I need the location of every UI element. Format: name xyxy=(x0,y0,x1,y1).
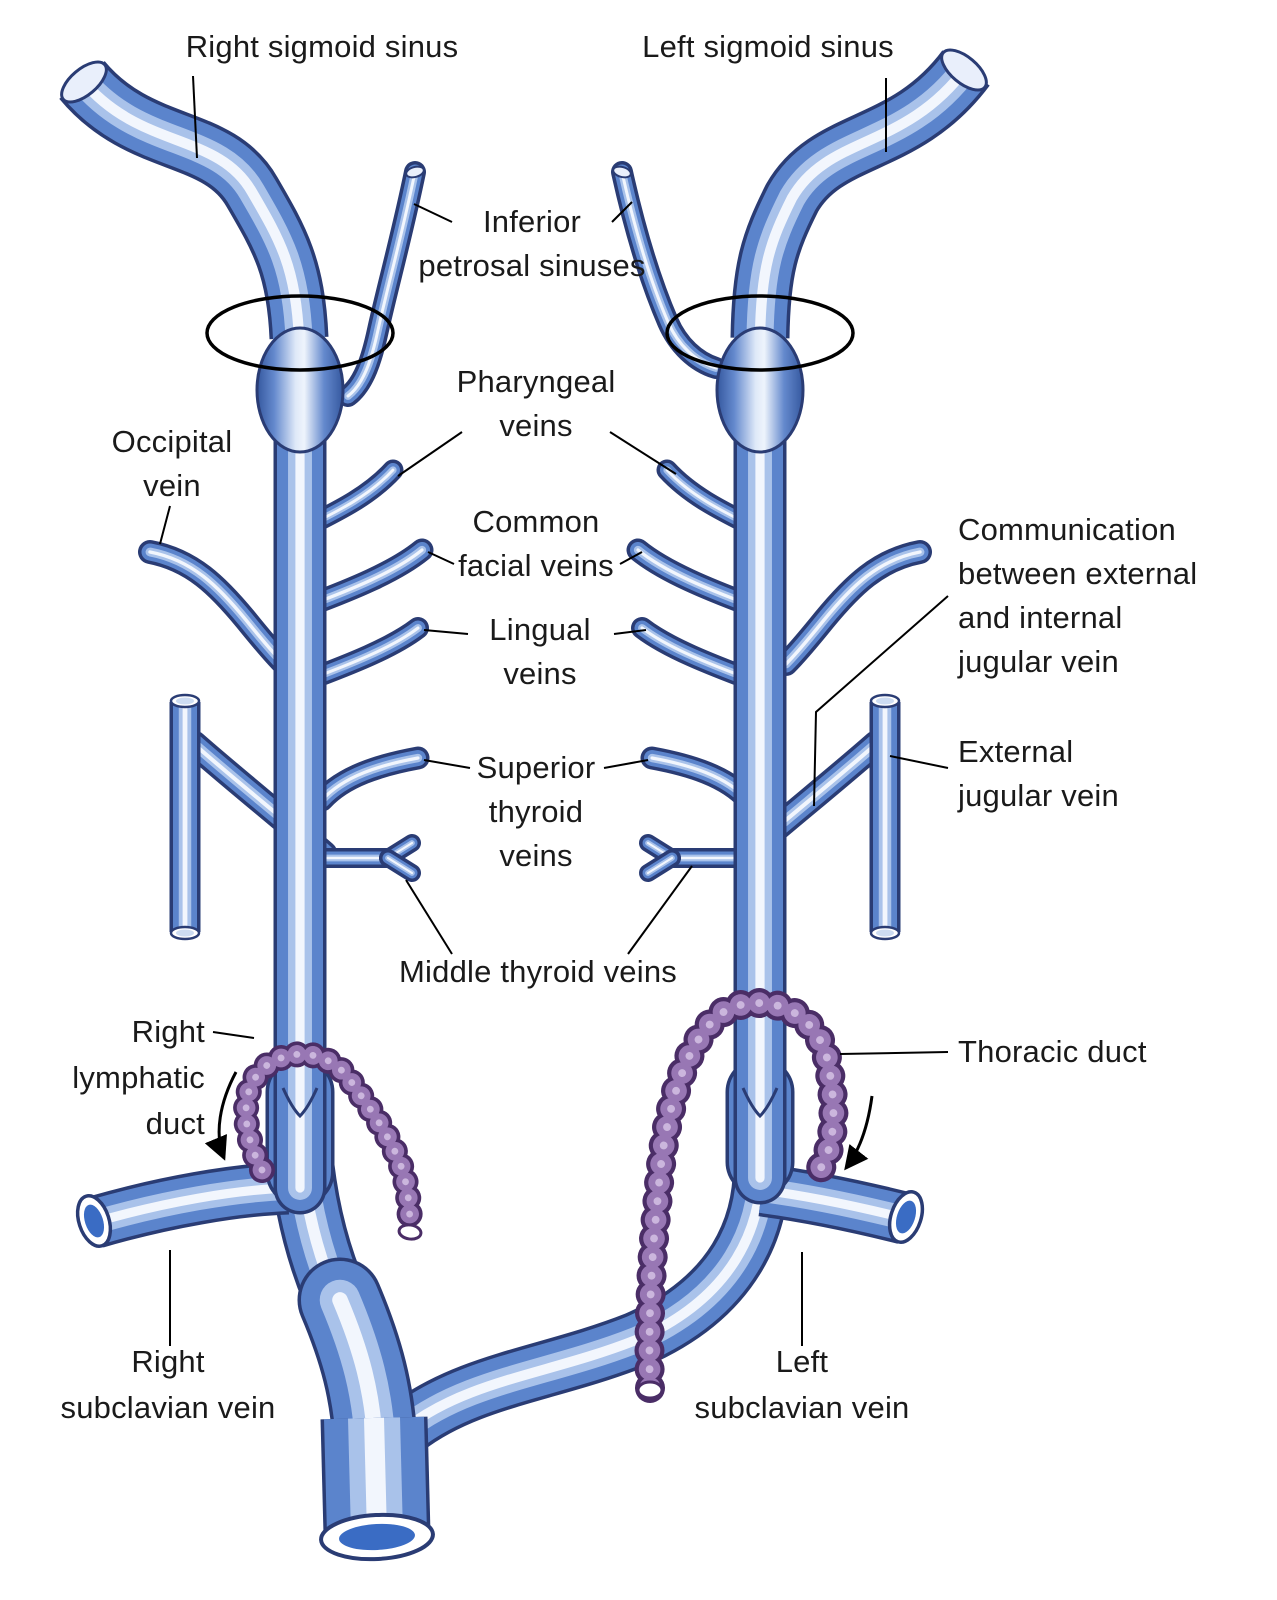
left-sigmoid-cut-end xyxy=(940,48,988,92)
label-right-lymphatic-duct-line2: lymphatic xyxy=(72,1060,205,1095)
leader-petrosal-left xyxy=(611,201,633,223)
label-left-subclavian-vein-line2: subclavian vein xyxy=(695,1390,910,1425)
left-brachiocephalic-vein xyxy=(401,1135,767,1433)
label-right-sigmoid-sinus: Right sigmoid sinus xyxy=(186,29,459,64)
label-right-lymphatic-duct-line3: duct xyxy=(146,1106,206,1141)
jugular-valves xyxy=(281,1087,779,1119)
right-jugular-foramen-ring xyxy=(205,294,395,372)
middle-thyroid-vein-left-lower-branch xyxy=(646,856,674,875)
right-jugular-valve xyxy=(281,1087,319,1119)
right-subclavian-vein xyxy=(94,1183,289,1227)
left-jugular-valve xyxy=(741,1087,779,1119)
label-external-jugular-vein-line1: External xyxy=(958,734,1073,769)
cut-ends xyxy=(60,48,988,1562)
flow-arrows xyxy=(204,1071,874,1171)
label-occipital-vein-line2: vein xyxy=(143,468,201,503)
label-lingual-veins-line1: Lingual xyxy=(489,612,590,647)
left-ejv-bottom-cut-end xyxy=(869,925,901,941)
left-superior-jugular-bulb xyxy=(715,326,805,454)
label-inferior-petrosal-sinuses-line2: petrosal sinuses xyxy=(418,248,645,283)
svc-cut-end xyxy=(319,1512,435,1562)
leader-right-sigmoid-sinus xyxy=(192,75,198,159)
leader-right-lymphatic-duct xyxy=(212,1031,255,1039)
leader-pharyngeal-left xyxy=(609,431,677,475)
label-communication-line3: and internal xyxy=(958,600,1122,635)
leader-lines xyxy=(159,75,949,1346)
label-common-facial-veins-line2: facial veins xyxy=(458,548,614,583)
right-ejv-bottom-cut-end xyxy=(169,925,201,941)
right-petrosal-cut-end xyxy=(405,165,425,179)
leader-pharyngeal-right xyxy=(397,431,463,477)
right-lymphatic-flow-arrow xyxy=(204,1071,238,1161)
thoracic-duct-cut-end xyxy=(636,1380,664,1400)
occipital-vein-left xyxy=(784,550,922,666)
label-superior-thyroid-veins-line3: veins xyxy=(499,838,572,873)
label-thoracic-duct: Thoracic duct xyxy=(958,1034,1147,1069)
left-sigmoid-sinus xyxy=(754,64,971,339)
label-right-subclavian-vein-line2: subclavian vein xyxy=(61,1390,276,1425)
label-right-subclavian-vein-line1: Right xyxy=(131,1344,205,1379)
right-sigmoid-cut-end xyxy=(60,60,108,104)
right-sigmoid-sinus xyxy=(77,76,305,339)
middle-thyroid-vein-right-lower-branch xyxy=(386,856,414,875)
inferior-petrosal-sinus-left xyxy=(620,170,718,370)
leader-lingual-left xyxy=(613,629,647,635)
label-left-subclavian-vein-line1: Left xyxy=(776,1344,829,1379)
leader-middle-thyroid-right xyxy=(405,879,453,955)
right-lymphatic-duct xyxy=(236,1044,420,1240)
label-superior-thyroid-veins-line1: Superior xyxy=(477,750,596,785)
label-right-lymphatic-duct-line1: Right xyxy=(132,1014,206,1049)
left-jugular-foramen-ring xyxy=(665,294,855,372)
leader-thoracic-duct xyxy=(839,1051,949,1055)
right-lymphatic-duct-cut-end xyxy=(397,1223,423,1241)
leader-communication xyxy=(813,595,949,807)
label-communication-line1: Communication xyxy=(958,512,1176,547)
label-communication-line4: jugular vein xyxy=(957,644,1119,679)
label-external-jugular-vein-line2: jugular vein xyxy=(957,778,1119,813)
label-middle-thyroid-veins: Middle thyroid veins xyxy=(399,954,677,989)
thoracic-duct-flow-arrow xyxy=(844,1095,874,1171)
thoracic-duct xyxy=(645,999,838,1392)
label-left-sigmoid-sinus: Left sigmoid sinus xyxy=(642,29,894,64)
leader-middle-thyroid-left xyxy=(627,865,693,955)
leader-superior-thyroid-right xyxy=(423,759,471,769)
right-superior-jugular-bulb xyxy=(255,326,345,454)
labels: Right sigmoid sinus Left sigmoid sinus I… xyxy=(61,29,1198,1425)
leader-external-jugular xyxy=(889,755,949,769)
leader-facial-right xyxy=(427,551,455,565)
left-subclavian-cut-end xyxy=(887,1190,925,1244)
occipital-vein-right xyxy=(148,550,286,666)
label-superior-thyroid-veins-line2: thyroid xyxy=(489,794,583,829)
left-ejv-top-cut-end xyxy=(869,693,901,709)
lymphatic-ducts xyxy=(233,988,849,1403)
label-communication-line2: between external xyxy=(958,556,1197,591)
left-petrosal-cut-end xyxy=(612,165,632,179)
label-pharyngeal-veins-line2: veins xyxy=(499,408,572,443)
leader-facial-left xyxy=(619,551,643,565)
label-common-facial-veins-line1: Common xyxy=(473,504,600,539)
leader-occipital-vein xyxy=(159,505,171,545)
leader-superior-thyroid-left xyxy=(603,759,649,769)
posterior-tributaries xyxy=(138,540,932,932)
right-subclavian-cut-end xyxy=(75,1194,113,1248)
leader-petrosal-right xyxy=(413,203,453,223)
great-veins xyxy=(88,1111,911,1536)
jugular-bulbs xyxy=(205,294,855,454)
right-ejv-top-cut-end xyxy=(169,693,201,709)
label-occipital-vein-line1: Occipital xyxy=(112,424,233,459)
leader-lingual-right xyxy=(423,629,469,635)
superior-thyroid-vein-right xyxy=(320,756,420,802)
sigmoid-sinuses xyxy=(59,49,990,407)
label-inferior-petrosal-sinuses-line1: Inferior xyxy=(483,204,581,239)
label-pharyngeal-veins-line1: Pharyngeal xyxy=(457,364,616,399)
label-lingual-veins-line2: veins xyxy=(503,656,576,691)
inferior-petrosal-sinus-right xyxy=(346,170,417,398)
